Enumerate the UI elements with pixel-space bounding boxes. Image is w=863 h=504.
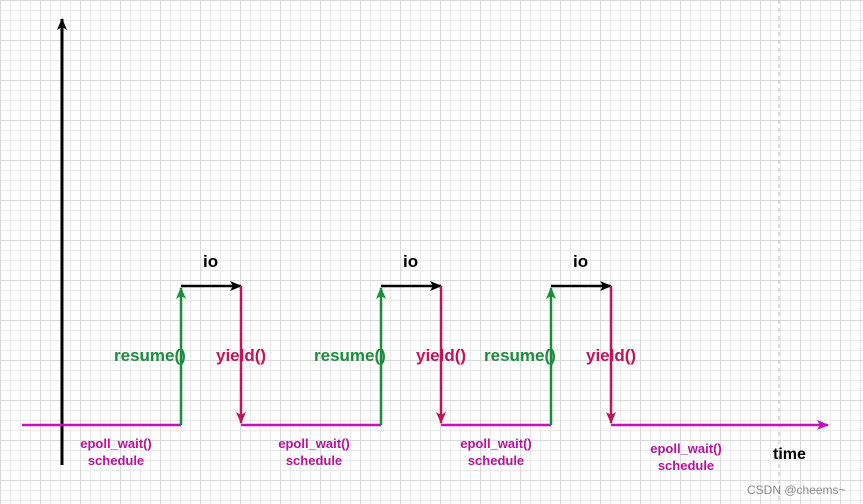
io-label-3: io: [573, 252, 589, 271]
schedule-label-3: epoll_wait() schedule: [446, 435, 546, 469]
time-axis-label: time: [773, 446, 806, 463]
schedule-label-1: epoll_wait() schedule: [66, 435, 166, 469]
yield-label-3: yield(): [586, 346, 637, 365]
schedule-label-1-line1: epoll_wait(): [80, 436, 152, 451]
schedule-label-2-line2: schedule: [285, 453, 343, 468]
watermark: CSDN @cheems~: [747, 483, 846, 497]
io-label-2: io: [403, 252, 419, 271]
yield-label-1: yield(): [216, 346, 267, 365]
resume-label-3: resume(): [484, 346, 556, 365]
schedule-label-4-line2: schedule: [657, 458, 715, 473]
schedule-label-3-line1: epoll_wait(): [460, 436, 532, 451]
schedule-label-4: epoll_wait() schedule: [636, 440, 736, 474]
resume-label-1: resume(): [114, 346, 186, 365]
schedule-label-2-line1: epoll_wait(): [278, 436, 350, 451]
schedule-label-2: epoll_wait() schedule: [264, 435, 364, 469]
schedule-label-4-line1: epoll_wait(): [650, 441, 722, 456]
yield-label-2: yield(): [416, 346, 467, 365]
io-label-1: io: [203, 252, 219, 271]
resume-label-2: resume(): [314, 346, 386, 365]
schedule-label-1-line2: schedule: [87, 453, 145, 468]
schedule-label-3-line2: schedule: [467, 453, 525, 468]
